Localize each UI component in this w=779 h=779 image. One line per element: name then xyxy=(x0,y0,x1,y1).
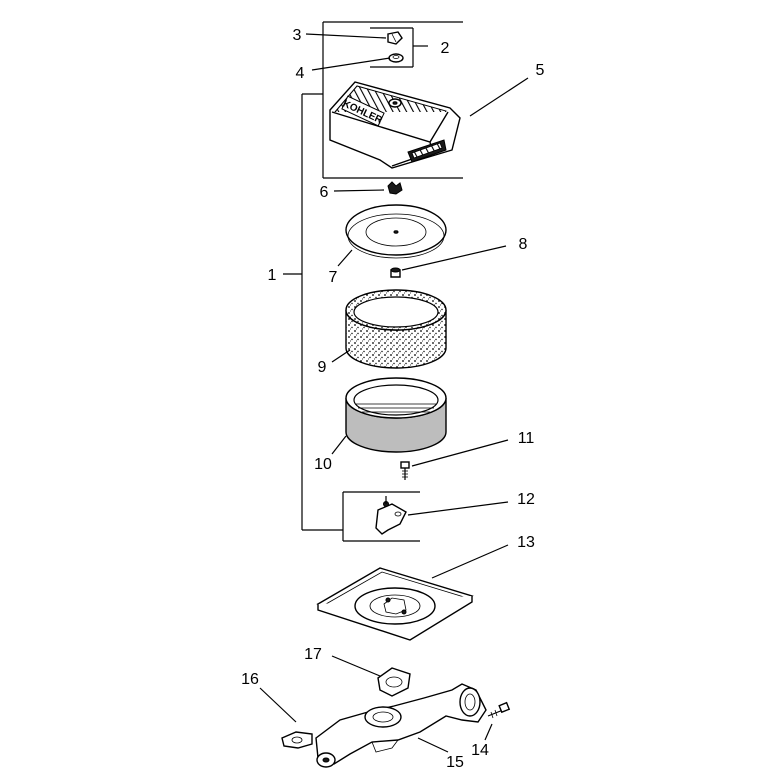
spacer-part-8 xyxy=(390,267,401,278)
callout-11: 11 xyxy=(518,430,535,447)
callout-13: 13 xyxy=(517,534,535,551)
callout-9: 9 xyxy=(318,359,327,376)
callout-10: 10 xyxy=(314,456,332,473)
callout-4: 4 xyxy=(296,65,305,82)
leader-lines xyxy=(259,33,529,753)
fitting-part-3 xyxy=(387,31,403,45)
callout-6: 6 xyxy=(320,184,329,201)
callout-2: 2 xyxy=(441,40,450,57)
assembly-bracket xyxy=(283,21,463,542)
callout-7: 7 xyxy=(329,269,338,286)
callout-5: 5 xyxy=(536,62,545,79)
callout-15: 15 xyxy=(446,754,464,771)
callout-labels: 1 2 3 4 5 6 7 8 9 10 11 12 13 14 15 16 1… xyxy=(241,27,544,771)
flange-gasket-part-16 xyxy=(281,731,313,749)
wing-nut-part-6 xyxy=(387,181,403,195)
washer-part-4 xyxy=(388,53,404,63)
callout-8: 8 xyxy=(519,236,528,253)
callout-17: 17 xyxy=(304,646,322,663)
callout-3: 3 xyxy=(293,27,302,44)
bracket-part-12 xyxy=(375,496,407,535)
callout-14: 14 xyxy=(471,742,489,759)
paper-element-part-10 xyxy=(345,377,447,453)
base-plate-part-13 xyxy=(316,567,474,641)
cleaner-lid-part-7 xyxy=(345,204,447,259)
gasket-part-17 xyxy=(377,667,411,697)
callout-1: 1 xyxy=(268,267,277,284)
intake-elbow-part-15 xyxy=(315,683,487,768)
callout-12: 12 xyxy=(517,491,535,508)
callout-16: 16 xyxy=(241,671,259,688)
precleaner-element-part-9 xyxy=(345,289,447,369)
stud-part-11 xyxy=(400,461,410,480)
air-cleaner-cover-part-5: KOHLER xyxy=(329,81,461,169)
screw-part-14 xyxy=(487,701,511,719)
